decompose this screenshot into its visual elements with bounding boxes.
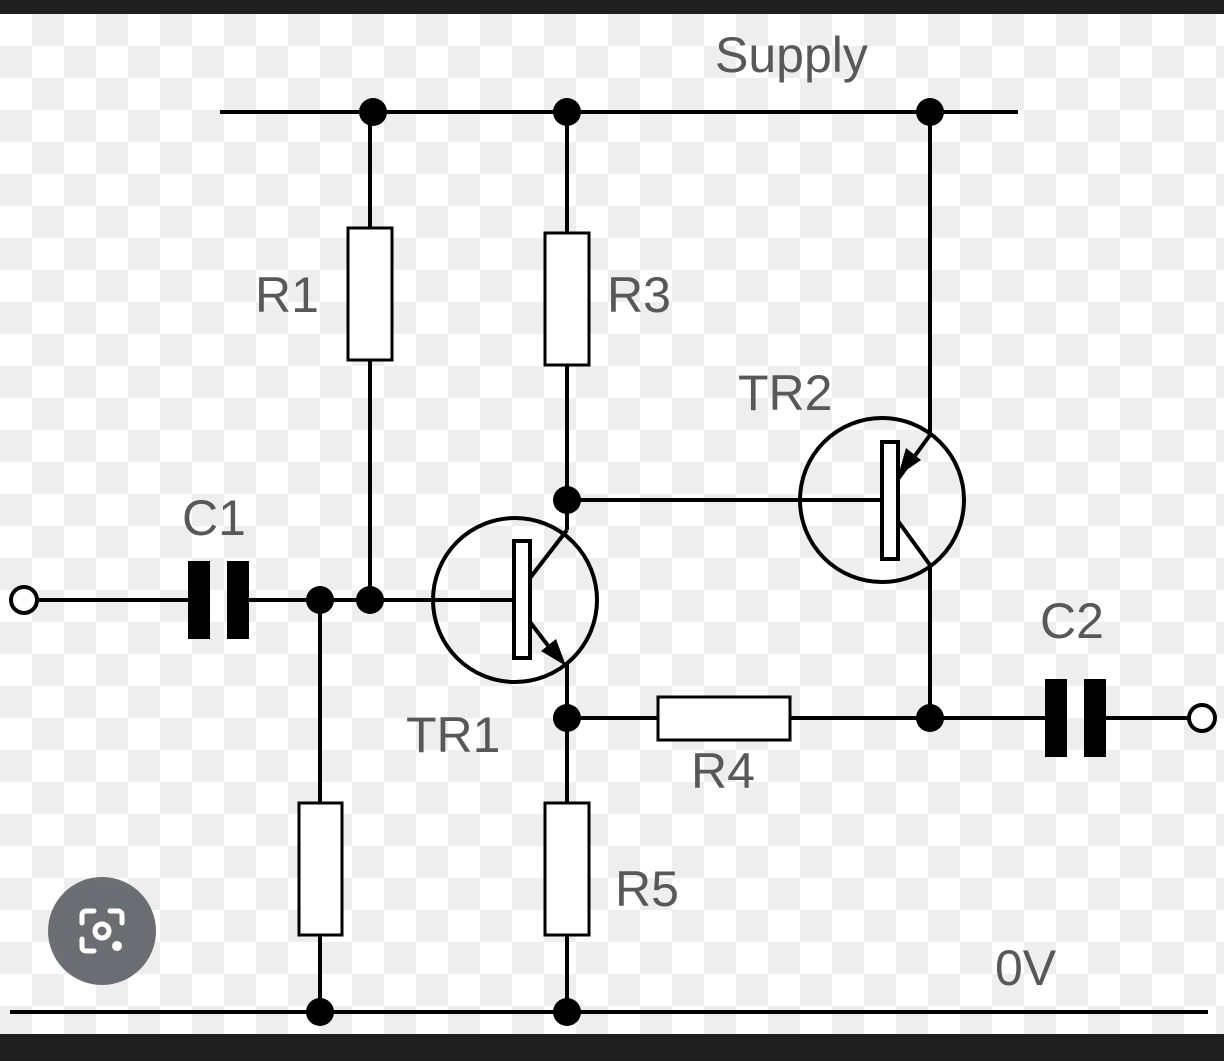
capacitor-c2-plate-left — [1045, 679, 1067, 757]
resistor-r4 — [656, 695, 792, 742]
checkerboard-background — [0, 14, 1224, 1034]
bottom-frame-bar — [0, 1034, 1224, 1061]
junction-dot — [916, 704, 944, 732]
label-supply: Supply — [715, 27, 868, 83]
capacitor-c2-plate-right — [1084, 679, 1106, 757]
junction-dot — [359, 98, 387, 126]
transistor-tr1 — [431, 516, 599, 684]
r4-branch — [567, 695, 1046, 742]
r1-branch — [346, 112, 394, 600]
junction-dots — [306, 98, 944, 1026]
label-c2: C2 — [1040, 593, 1104, 649]
resistor-r3 — [543, 231, 591, 367]
label-tr2: TR2 — [738, 365, 832, 421]
camera-search-button[interactable] — [48, 877, 156, 985]
junction-dot — [306, 586, 334, 614]
junction-dot — [306, 998, 334, 1026]
r5-branch — [543, 718, 591, 1012]
junction-dot — [553, 486, 581, 514]
label-r5: R5 — [615, 861, 679, 917]
r3-branch — [543, 112, 591, 500]
label-r1: R1 — [255, 267, 319, 323]
label-r4: R4 — [691, 743, 755, 799]
r2-branch — [297, 600, 344, 1012]
junction-dot — [553, 98, 581, 126]
input-terminal — [9, 585, 39, 615]
label-0v: 0V — [995, 940, 1057, 996]
junction-dot — [553, 998, 581, 1026]
output-terminal — [1187, 703, 1217, 733]
resistor-bias-lower — [297, 801, 344, 937]
capacitor-c1-plate-left — [188, 561, 210, 639]
capacitor-c1-plate-right — [227, 561, 249, 639]
junction-dot — [356, 586, 384, 614]
top-frame-bar — [0, 0, 1224, 14]
label-r3: R3 — [607, 267, 671, 323]
transistor-tr2 — [798, 416, 966, 584]
label-tr1: TR1 — [406, 707, 500, 763]
resistor-r5 — [543, 801, 591, 937]
resistor-r1 — [346, 226, 394, 362]
camera-search-icon — [79, 908, 125, 954]
junction-dot — [916, 98, 944, 126]
junction-dot — [553, 704, 581, 732]
label-c1: C1 — [182, 490, 246, 546]
